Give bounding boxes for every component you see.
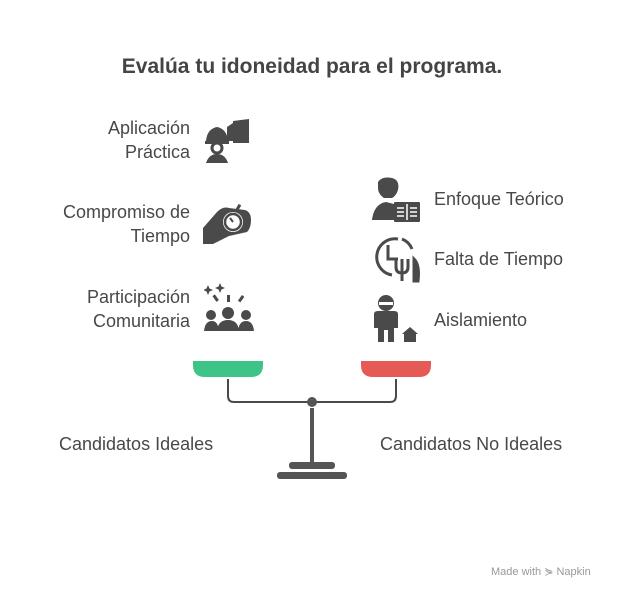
scale-base-bottom [277,472,347,479]
page-title: Evalúa tu idoneidad para el programa. [121,55,503,78]
person-reading-book-icon [372,176,422,224]
napkin-watermark: Made with ⋟ Napkin [491,565,591,578]
item-label-line1: Aplicación [107,118,190,138]
item-compromiso-tiempo: Compromiso de Tiempo [63,200,190,248]
worker-helmet-icon [203,117,253,165]
left-pan [193,361,263,377]
item-label-line2: Comunitaria [92,311,190,331]
item-enfoque-teorico: Enfoque Teórico [434,189,564,209]
isolated-person-house-icon [372,294,422,344]
scale-base-top [289,462,335,469]
clock-fork-icon [372,235,422,283]
made-with-text: Made with [491,566,542,578]
item-label-line2: Práctica [124,142,190,162]
item-label-line1: Compromiso de [62,202,190,222]
scale-post [310,408,314,464]
scale-pivot [307,397,317,407]
heading-candidatos-no-ideales: Candidatos No Ideales [380,434,563,454]
item-label-line1: Participación [86,287,190,307]
napkin-logo-icon: ⋟ [544,566,554,578]
item-aplicacion-practica: Aplicación Práctica [108,116,190,164]
right-pan [361,361,431,377]
item-falta-tiempo: Falta de Tiempo [434,249,564,269]
hand-stopwatch-icon [203,198,255,246]
heading-candidatos-ideales: Candidatos Ideales [59,434,214,454]
item-aislamiento: Aislamiento [434,310,528,330]
napkin-brand: Napkin [556,566,591,578]
community-group-icon [204,283,254,333]
item-participacion-comunitaria: Participación Comunitaria [87,285,190,333]
item-label-line2: Tiempo [130,226,190,246]
